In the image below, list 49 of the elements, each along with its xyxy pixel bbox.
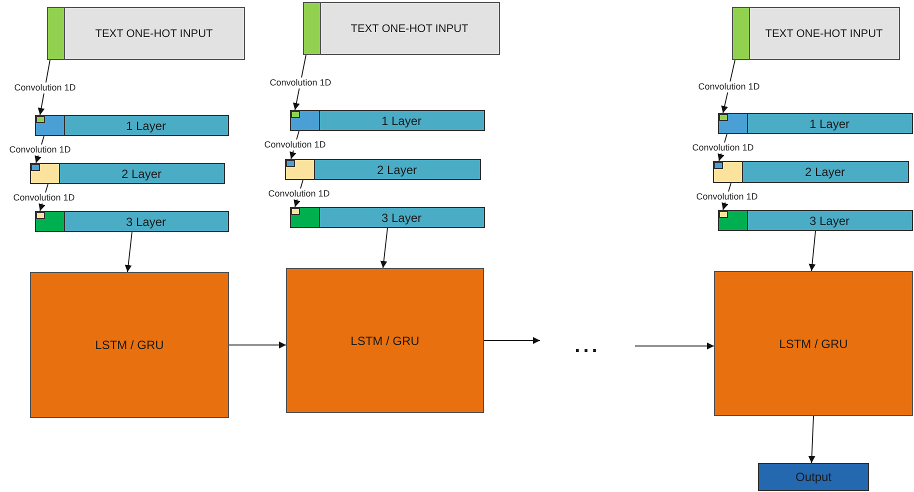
edge-label: Convolution 1D [263,140,327,150]
input-label: TEXT ONE-HOT INPUT [765,28,883,40]
edge-label: Convolution 1D [697,81,761,92]
input-label: TEXT ONE-HOT INPUT [95,28,213,40]
layer-bar [30,163,225,184]
arrow [380,228,388,268]
recurrent-block [30,272,229,418]
layer-bar [35,115,229,136]
layer-bar [290,110,485,131]
edge-label: Convolution 1D [13,82,77,93]
block-label: LSTM / GRU [779,336,848,350]
edge-label: Convolution 1D [267,188,331,199]
layer-label: 3 Layer [126,214,166,228]
edge-label: Convolution 1D [8,144,72,155]
layer-bar [718,113,913,134]
recurrent-block [714,271,913,416]
edge-label: Convolution 1D [691,142,755,153]
arrow [124,232,132,272]
layer-label: 3 Layer [809,214,850,228]
block-label: LSTM / GRU [350,334,420,348]
input-box [47,7,245,60]
input-label: TEXT ONE-HOT INPUT [350,22,468,34]
input-box [303,2,500,55]
layer-bar [718,210,913,231]
layer-label: 2 Layer [121,166,162,180]
layer-bar [713,161,909,183]
input-box [732,7,900,60]
arrow [808,416,816,464]
recurrent-block [286,268,484,413]
layer-bar [290,207,485,228]
edge-label: Convolution 1D [268,77,332,88]
output-box [758,463,869,491]
arrow [634,342,714,350]
edge-label: Convolution 1D [12,192,76,203]
output-label: Output [795,470,832,484]
arrow [228,342,286,348]
layer-bar [35,211,229,232]
arrow [808,230,816,272]
layer-label: 1 Layer [381,114,422,128]
layer-label: 2 Layer [804,165,846,179]
layer-label: 2 Layer [376,162,418,176]
edge-label: Convolution 1D [695,191,759,202]
layer-label: 1 Layer [809,116,850,130]
arrow [484,337,540,344]
ellipsis: ... [574,334,600,358]
layer-bar [285,159,481,180]
block-label: LSTM / GRU [95,338,164,352]
layer-label: 3 Layer [381,210,422,224]
layer-label: 1 Layer [126,118,166,132]
